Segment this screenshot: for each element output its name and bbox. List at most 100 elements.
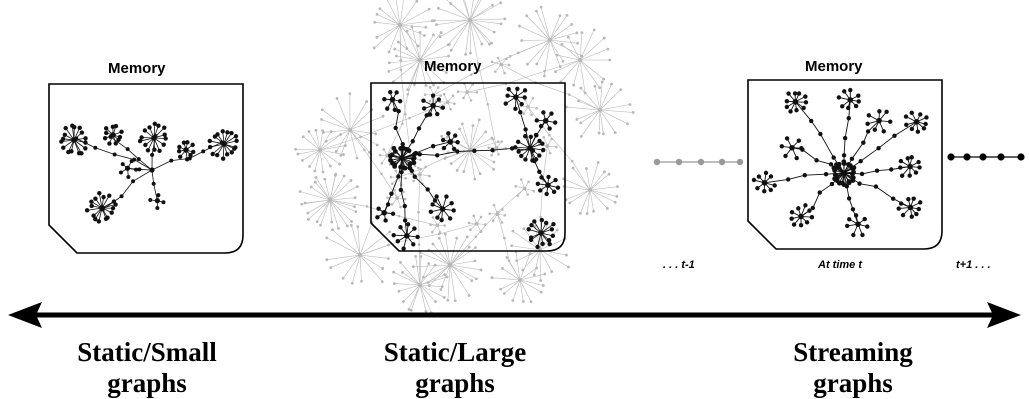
graph-node (568, 202, 571, 205)
graph-node (437, 97, 441, 101)
graph-node (540, 218, 544, 222)
time-label-next: t+1 . . . (956, 259, 991, 271)
memory-label-streaming: Memory (805, 58, 863, 75)
graph-node (330, 130, 333, 133)
graph-edge (450, 265, 472, 281)
graph-node (757, 174, 761, 178)
graph-edge (458, 0, 470, 20)
graph-node (381, 280, 384, 283)
graph-node (401, 246, 405, 250)
graph-node (501, 267, 504, 270)
graph-edge (845, 118, 849, 138)
graph-node (405, 47, 408, 50)
graph-edge (450, 265, 469, 296)
graph-node (422, 106, 426, 110)
graph-edge (494, 205, 497, 214)
graph-edge (470, 150, 494, 169)
graph-edge (466, 20, 470, 54)
graph-node (415, 235, 419, 239)
graph-node (215, 132, 219, 136)
graph-edge (350, 102, 367, 130)
graph-edge (451, 20, 470, 50)
graph-node (805, 220, 809, 224)
graph-edge (450, 265, 455, 301)
graph-node (541, 110, 545, 114)
graph-node (439, 218, 443, 222)
graph-node (343, 175, 346, 178)
graph-node (177, 149, 181, 153)
graph-edge (400, 0, 404, 25)
graph-edge (805, 174, 826, 175)
graph-edge (327, 238, 360, 255)
graph-edge (400, 21, 432, 25)
graph-edge (203, 142, 221, 151)
graph-node (801, 106, 805, 110)
graph-node (475, 277, 478, 280)
graph-node (598, 86, 601, 89)
graph-node (491, 4, 494, 7)
graph-node (221, 156, 225, 160)
graph-node (421, 99, 425, 103)
graph-node (504, 101, 508, 105)
graph-edge (448, 20, 470, 45)
graph-node (551, 222, 555, 226)
graph-node (899, 159, 903, 163)
stream-dot (979, 153, 986, 160)
graph-node (111, 206, 115, 210)
graph-node (157, 149, 161, 153)
graph-node (906, 156, 910, 160)
graph-node (72, 125, 76, 129)
graph-node (430, 202, 434, 206)
time-label-prev: . . . t-1 (663, 259, 695, 271)
graph-node (342, 277, 345, 280)
graph-node (435, 112, 439, 116)
graph-node (479, 172, 482, 175)
graph-node (390, 176, 393, 179)
graph-node (443, 273, 446, 276)
graph-edge (364, 150, 381, 174)
category-static-large-line1: Static/Large (350, 337, 560, 368)
graph-node (487, 146, 490, 149)
graph-node (480, 269, 483, 272)
graph-node (499, 1, 502, 4)
graph-node (335, 150, 338, 153)
graph-node (904, 114, 908, 118)
graph-edge (400, 9, 429, 25)
graph-edge (320, 134, 341, 150)
graph-node (922, 126, 926, 130)
graph-node (375, 215, 379, 219)
graph-node (522, 112, 525, 115)
graph-edge (811, 121, 820, 134)
graph-node (539, 124, 543, 128)
graph-edge (581, 88, 600, 110)
graph-node (863, 217, 867, 221)
graph-node (837, 95, 841, 99)
graph-edge (385, 0, 400, 25)
graph-node (916, 160, 920, 164)
graph-node (523, 88, 527, 92)
graph-node (103, 136, 107, 140)
graph-node (505, 94, 509, 98)
graph-node (543, 74, 546, 77)
graph-node (918, 200, 922, 204)
category-static-small: Static/Small graphs (42, 337, 252, 399)
graph-edge (844, 138, 845, 155)
graph-node (401, 122, 404, 125)
graph-node (752, 178, 756, 182)
graph-node (428, 112, 432, 116)
graph-node (346, 225, 349, 228)
graph-node (783, 154, 787, 158)
graph-node (221, 129, 225, 133)
graph-edge (497, 214, 504, 238)
graph-node (468, 222, 471, 225)
graph-node (109, 135, 113, 139)
graph-node (408, 308, 411, 311)
graph-node (428, 8, 431, 11)
graph-node (550, 227, 554, 231)
graph-node (803, 94, 807, 98)
graph-node (505, 256, 508, 259)
category-static-large: Static/Large graphs (350, 337, 560, 399)
graph-node (337, 227, 340, 230)
graph-node (475, 91, 478, 94)
graph-node (788, 109, 792, 113)
